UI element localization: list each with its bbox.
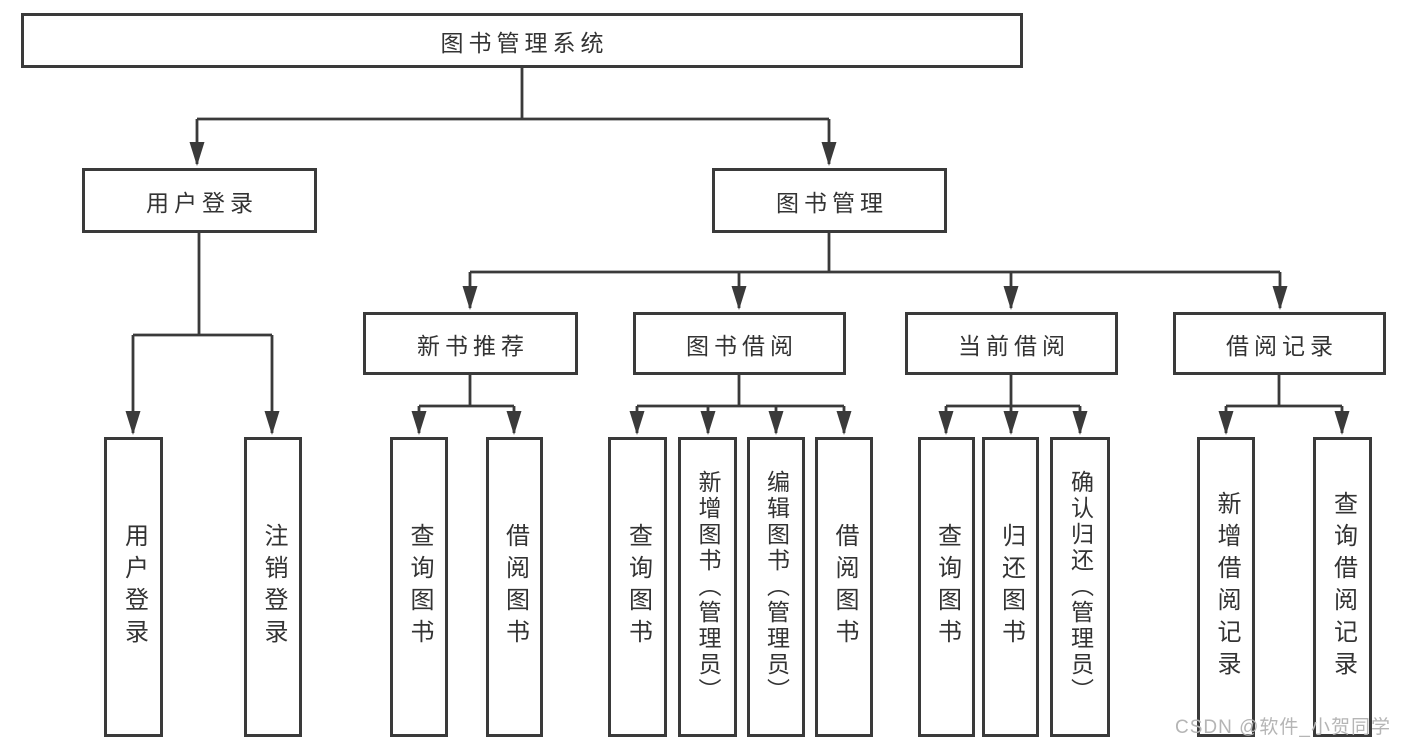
leaf-query-borrow-record: 查询借阅记录 [1313,437,1372,737]
node-current-borrow: 当前借阅 [905,312,1118,375]
leaf-borrow-query-books-label: 查询图书 [624,523,652,651]
leaf-logout-label: 注销登录 [260,523,287,651]
node-new-book-recommend: 新书推荐 [363,312,578,375]
leaf-current-query-books: 查询图书 [918,437,975,737]
leaf-confirm-return-admin-label: 确认归还（管理员） [1067,470,1094,704]
leaf-confirm-return-admin: 确认归还（管理员） [1050,437,1110,737]
leaf-current-query-books-label: 查询图书 [933,523,961,651]
leaf-recommend-query-books-label: 查询图书 [406,523,433,651]
leaf-user-login: 用户登录 [104,437,163,737]
node-borrow-records: 借阅记录 [1173,312,1386,375]
leaf-add-books-admin-label: 新增图书（管理员） [695,470,721,704]
leaf-borrow-books-label: 借阅图书 [831,523,858,651]
leaf-user-login-label: 用户登录 [120,523,148,651]
csdn-watermark: CSDN @软件_小贺同学 [1175,717,1391,738]
leaf-borrow-books: 借阅图书 [815,437,873,737]
leaf-return-books: 归还图书 [982,437,1039,737]
leaf-add-borrow-record: 新增借阅记录 [1197,437,1255,737]
leaf-edit-books-admin: 编辑图书（管理员） [747,437,805,737]
node-user-login: 用户登录 [82,168,317,233]
leaf-borrow-query-books: 查询图书 [608,437,667,737]
leaf-add-borrow-record-label: 新增借阅记录 [1213,491,1240,683]
leaf-edit-books-admin-label: 编辑图书（管理员） [763,470,790,704]
leaf-logout: 注销登录 [244,437,302,737]
leaf-add-books-admin: 新增图书（管理员） [678,437,737,737]
leaf-recommend-borrow-books-label: 借阅图书 [501,523,529,651]
node-book-borrow: 图书借阅 [633,312,846,375]
root-node-library-system: 图书管理系统 [21,13,1023,68]
node-book-management: 图书管理 [712,168,947,233]
leaf-recommend-borrow-books: 借阅图书 [486,437,543,737]
leaf-recommend-query-books: 查询图书 [390,437,448,737]
leaf-query-borrow-record-label: 查询借阅记录 [1329,491,1357,683]
leaf-return-books-label: 归还图书 [997,523,1025,651]
